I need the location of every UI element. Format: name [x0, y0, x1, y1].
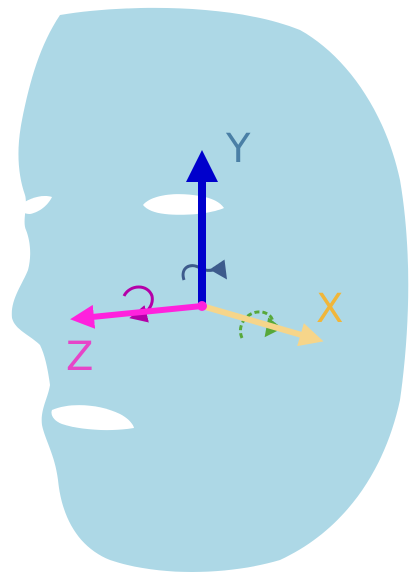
face-silhouette	[11, 7, 409, 573]
x-axis-arrow	[201, 303, 324, 347]
right-eye-cutout	[18, 196, 52, 214]
z-axis-label: Z	[66, 334, 93, 380]
x-axis-label: X	[316, 286, 343, 332]
mouth-cutout	[51, 405, 134, 431]
axes-origin	[197, 301, 207, 311]
x-rotation-icon	[239, 310, 283, 339]
z-axis-arrow	[70, 303, 203, 329]
y-axis-label: Y	[225, 126, 251, 172]
